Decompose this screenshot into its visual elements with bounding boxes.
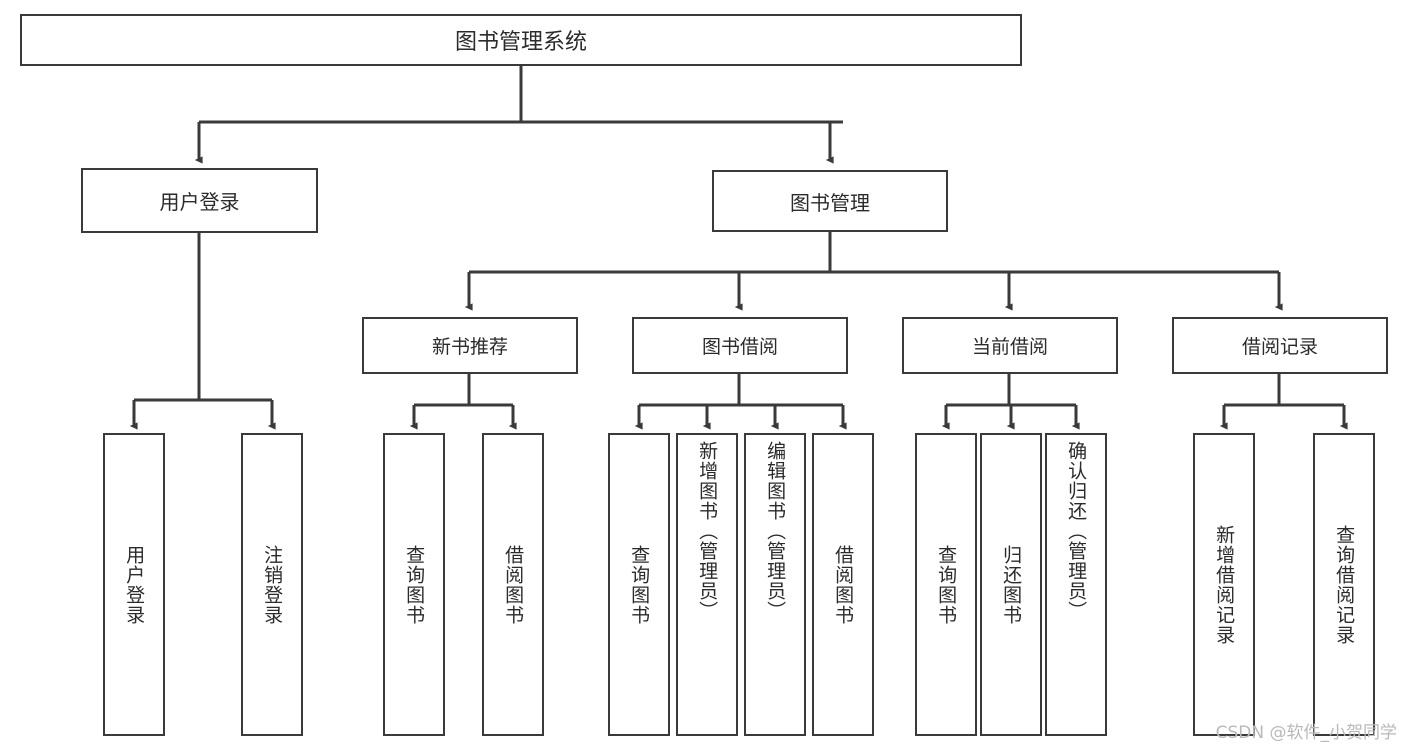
leaf-user-login-logout[interactable]: 注销登录 — [241, 433, 303, 736]
node-label: 用户登录 — [159, 190, 240, 214]
leaf-label: 新增借阅记录 — [1213, 524, 1236, 645]
node-borrow-record[interactable]: 借阅记录 — [1172, 317, 1388, 374]
leaf-label: 借阅图书 — [832, 544, 855, 625]
node-label: 图书借阅 — [701, 336, 778, 358]
leaf-label: 归还图书 — [1000, 544, 1023, 625]
leaf-current-borrow-query[interactable]: 查询图书 — [915, 433, 977, 736]
leaf-book-borrow-query[interactable]: 查询图书 — [608, 433, 670, 736]
leaf-label: 确认归还（管理员） — [1065, 441, 1088, 621]
watermark-text: CSDN @软件_小贺同学 — [1215, 723, 1397, 743]
node-user-login[interactable]: 用户登录 — [81, 168, 318, 233]
node-label: 新书推荐 — [431, 336, 508, 358]
leaf-borrow-record-add[interactable]: 新增借阅记录 — [1193, 433, 1255, 736]
leaf-book-borrow-add[interactable]: 新增图书（管理员） — [676, 433, 738, 736]
node-label: 图书管理系统 — [454, 30, 587, 55]
leaf-current-borrow-confirm[interactable]: 确认归还（管理员） — [1045, 433, 1107, 736]
leaf-book-borrow-borrow[interactable]: 借阅图书 — [812, 433, 874, 736]
leaf-new-book-borrow[interactable]: 借阅图书 — [482, 433, 544, 736]
node-book-borrow[interactable]: 图书借阅 — [632, 317, 848, 374]
node-new-book-recommend[interactable]: 新书推荐 — [362, 317, 578, 374]
leaf-label: 查询图书 — [403, 544, 426, 625]
leaf-label: 查询借阅记录 — [1333, 524, 1356, 645]
leaf-label: 查询图书 — [628, 544, 651, 625]
leaf-label: 新增图书（管理员） — [696, 441, 719, 621]
node-label: 当前借阅 — [971, 336, 1048, 358]
node-label: 借阅记录 — [1241, 336, 1318, 358]
node-label: 图书管理 — [790, 190, 870, 215]
leaf-label: 查询图书 — [935, 544, 958, 625]
leaf-current-borrow-return[interactable]: 归还图书 — [980, 433, 1042, 736]
node-book-management[interactable]: 图书管理 — [712, 170, 948, 232]
leaf-label: 注销登录 — [261, 544, 284, 625]
leaf-label: 借阅图书 — [502, 544, 525, 625]
node-root-system[interactable]: 图书管理系统 — [20, 14, 1022, 66]
leaf-new-book-query[interactable]: 查询图书 — [383, 433, 445, 736]
leaf-label: 用户登录 — [123, 544, 146, 625]
node-current-borrow[interactable]: 当前借阅 — [902, 317, 1118, 374]
leaf-borrow-record-query[interactable]: 查询借阅记录 — [1313, 433, 1375, 736]
leaf-book-borrow-edit[interactable]: 编辑图书（管理员） — [744, 433, 806, 736]
leaf-user-login-login[interactable]: 用户登录 — [103, 433, 165, 736]
leaf-label: 编辑图书（管理员） — [764, 441, 787, 621]
